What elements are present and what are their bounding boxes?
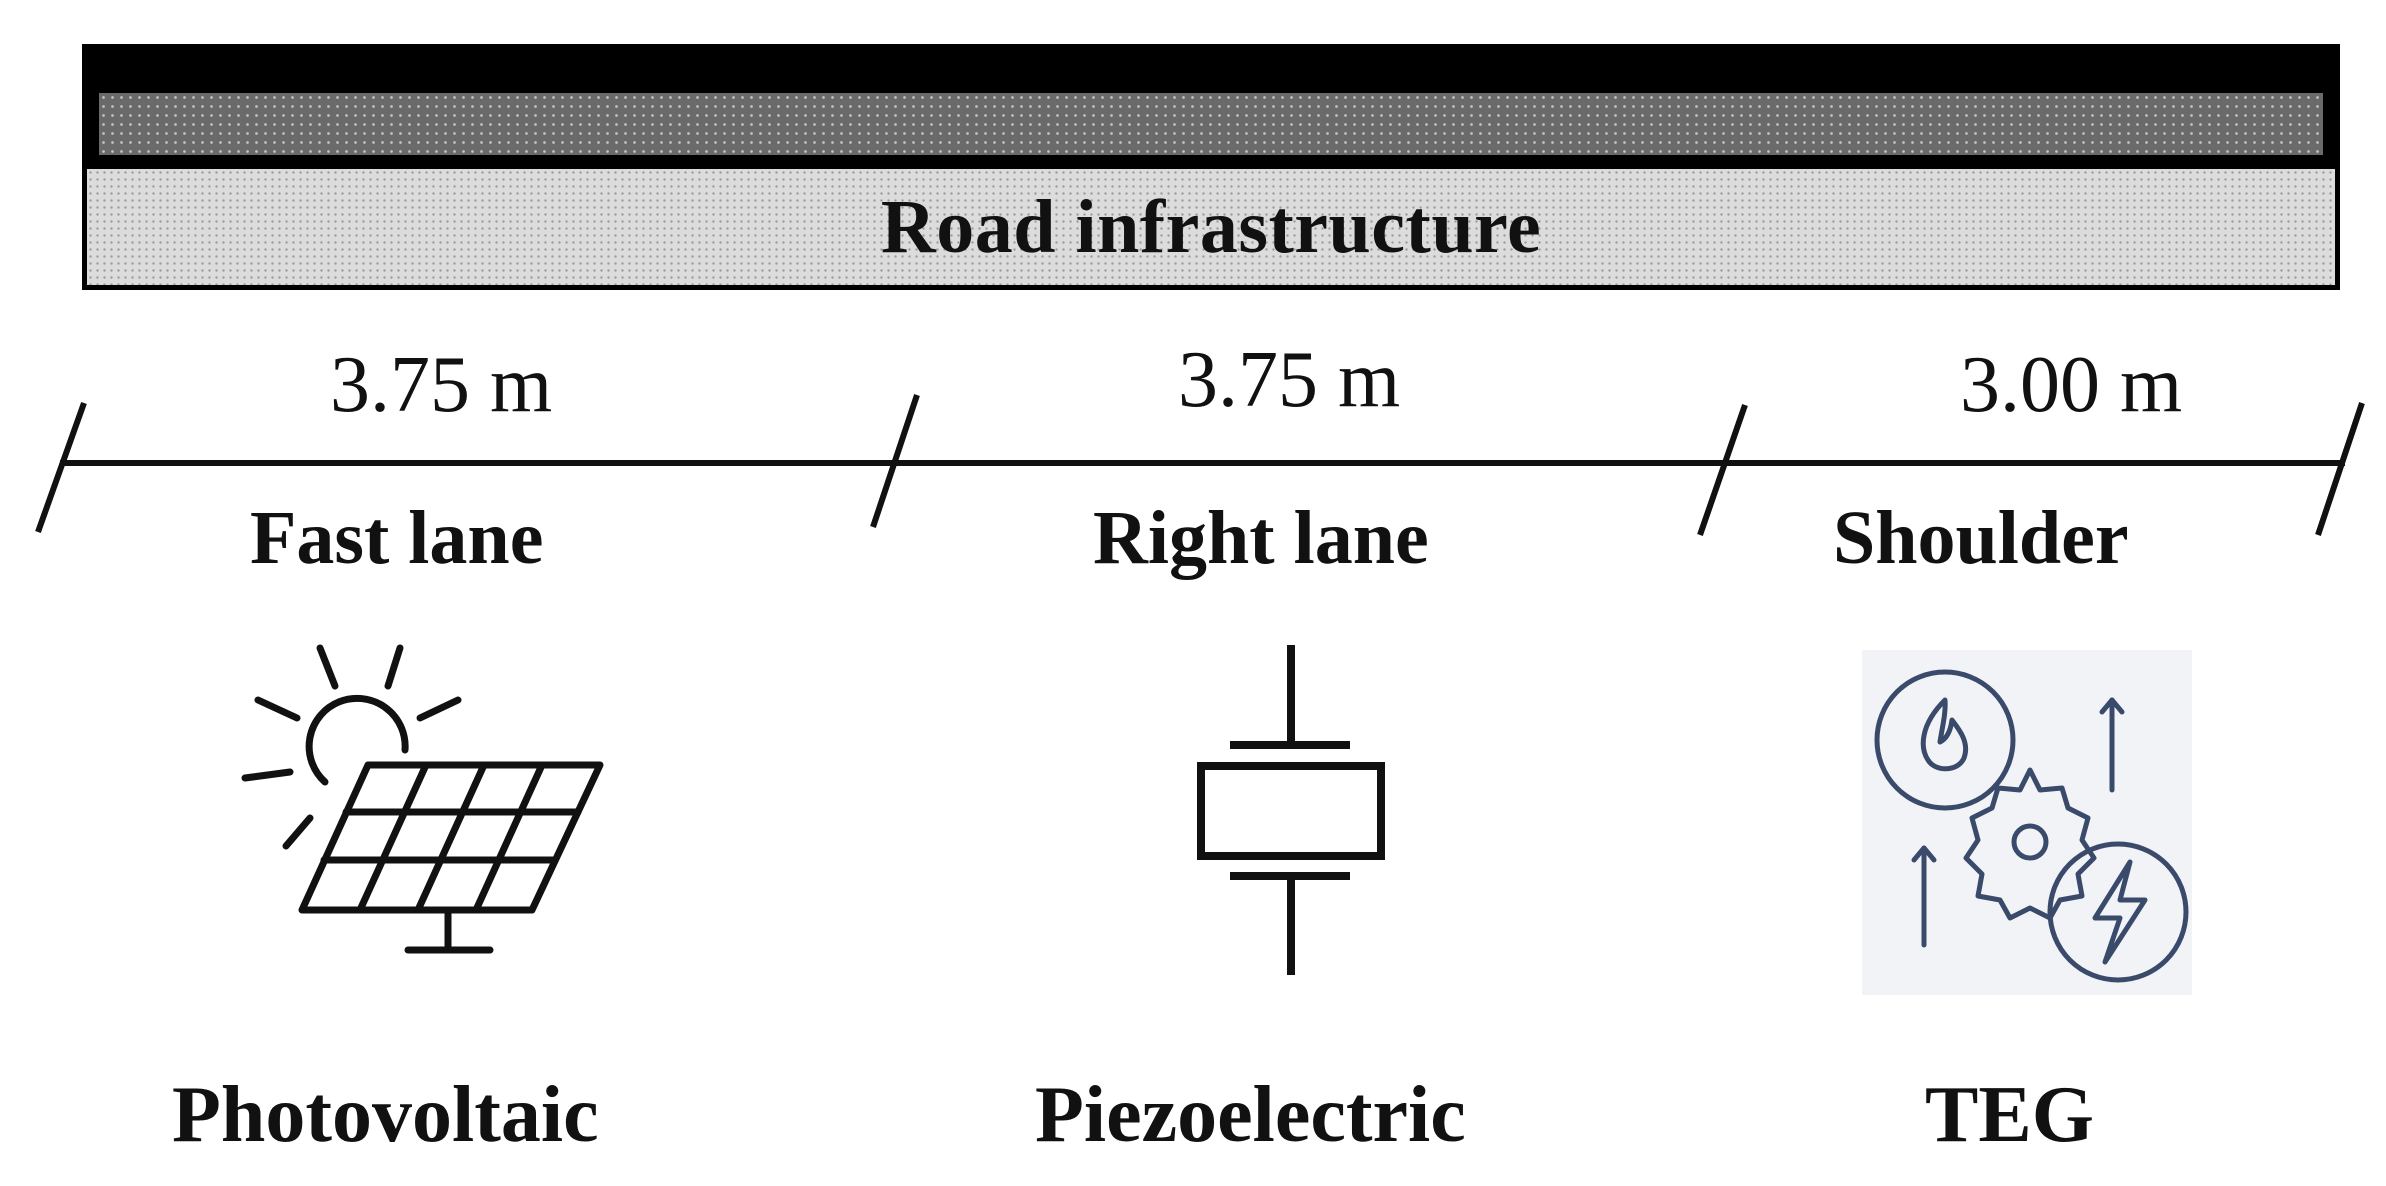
tick-mark bbox=[1697, 404, 1748, 536]
road-base-layer: Road infrastructure bbox=[87, 169, 2335, 285]
piezoelectric-label: Piezoelectric bbox=[1035, 1071, 1466, 1159]
solar-panel-icon bbox=[241, 644, 604, 954]
fast-lane-label: Fast lane bbox=[250, 496, 544, 580]
road-surface-layer bbox=[87, 49, 2335, 87]
road-layer-divider bbox=[87, 155, 2335, 169]
shoulder-width: 3.00 m bbox=[1960, 341, 2183, 429]
road-cross-section: Road infrastructure bbox=[82, 44, 2340, 290]
teg-icon bbox=[1862, 650, 2192, 995]
road-infrastructure-label: Road infrastructure bbox=[880, 184, 1542, 269]
shoulder-label: Shoulder bbox=[1833, 496, 2129, 580]
tick-mark bbox=[2315, 402, 2365, 536]
asphalt-layer bbox=[99, 93, 2323, 155]
photovoltaic-label: Photovoltaic bbox=[172, 1071, 599, 1159]
right-lane-width: 3.75 m bbox=[1178, 336, 1401, 424]
tick-mark bbox=[870, 394, 920, 528]
fast-lane-width: 3.75 m bbox=[330, 341, 553, 429]
dimension-line bbox=[35, 394, 2365, 536]
tick-mark bbox=[35, 401, 87, 534]
right-lane-label: Right lane bbox=[1093, 496, 1429, 580]
piezoelectric-icon bbox=[1197, 645, 1385, 975]
teg-label: TEG bbox=[1925, 1071, 2094, 1159]
